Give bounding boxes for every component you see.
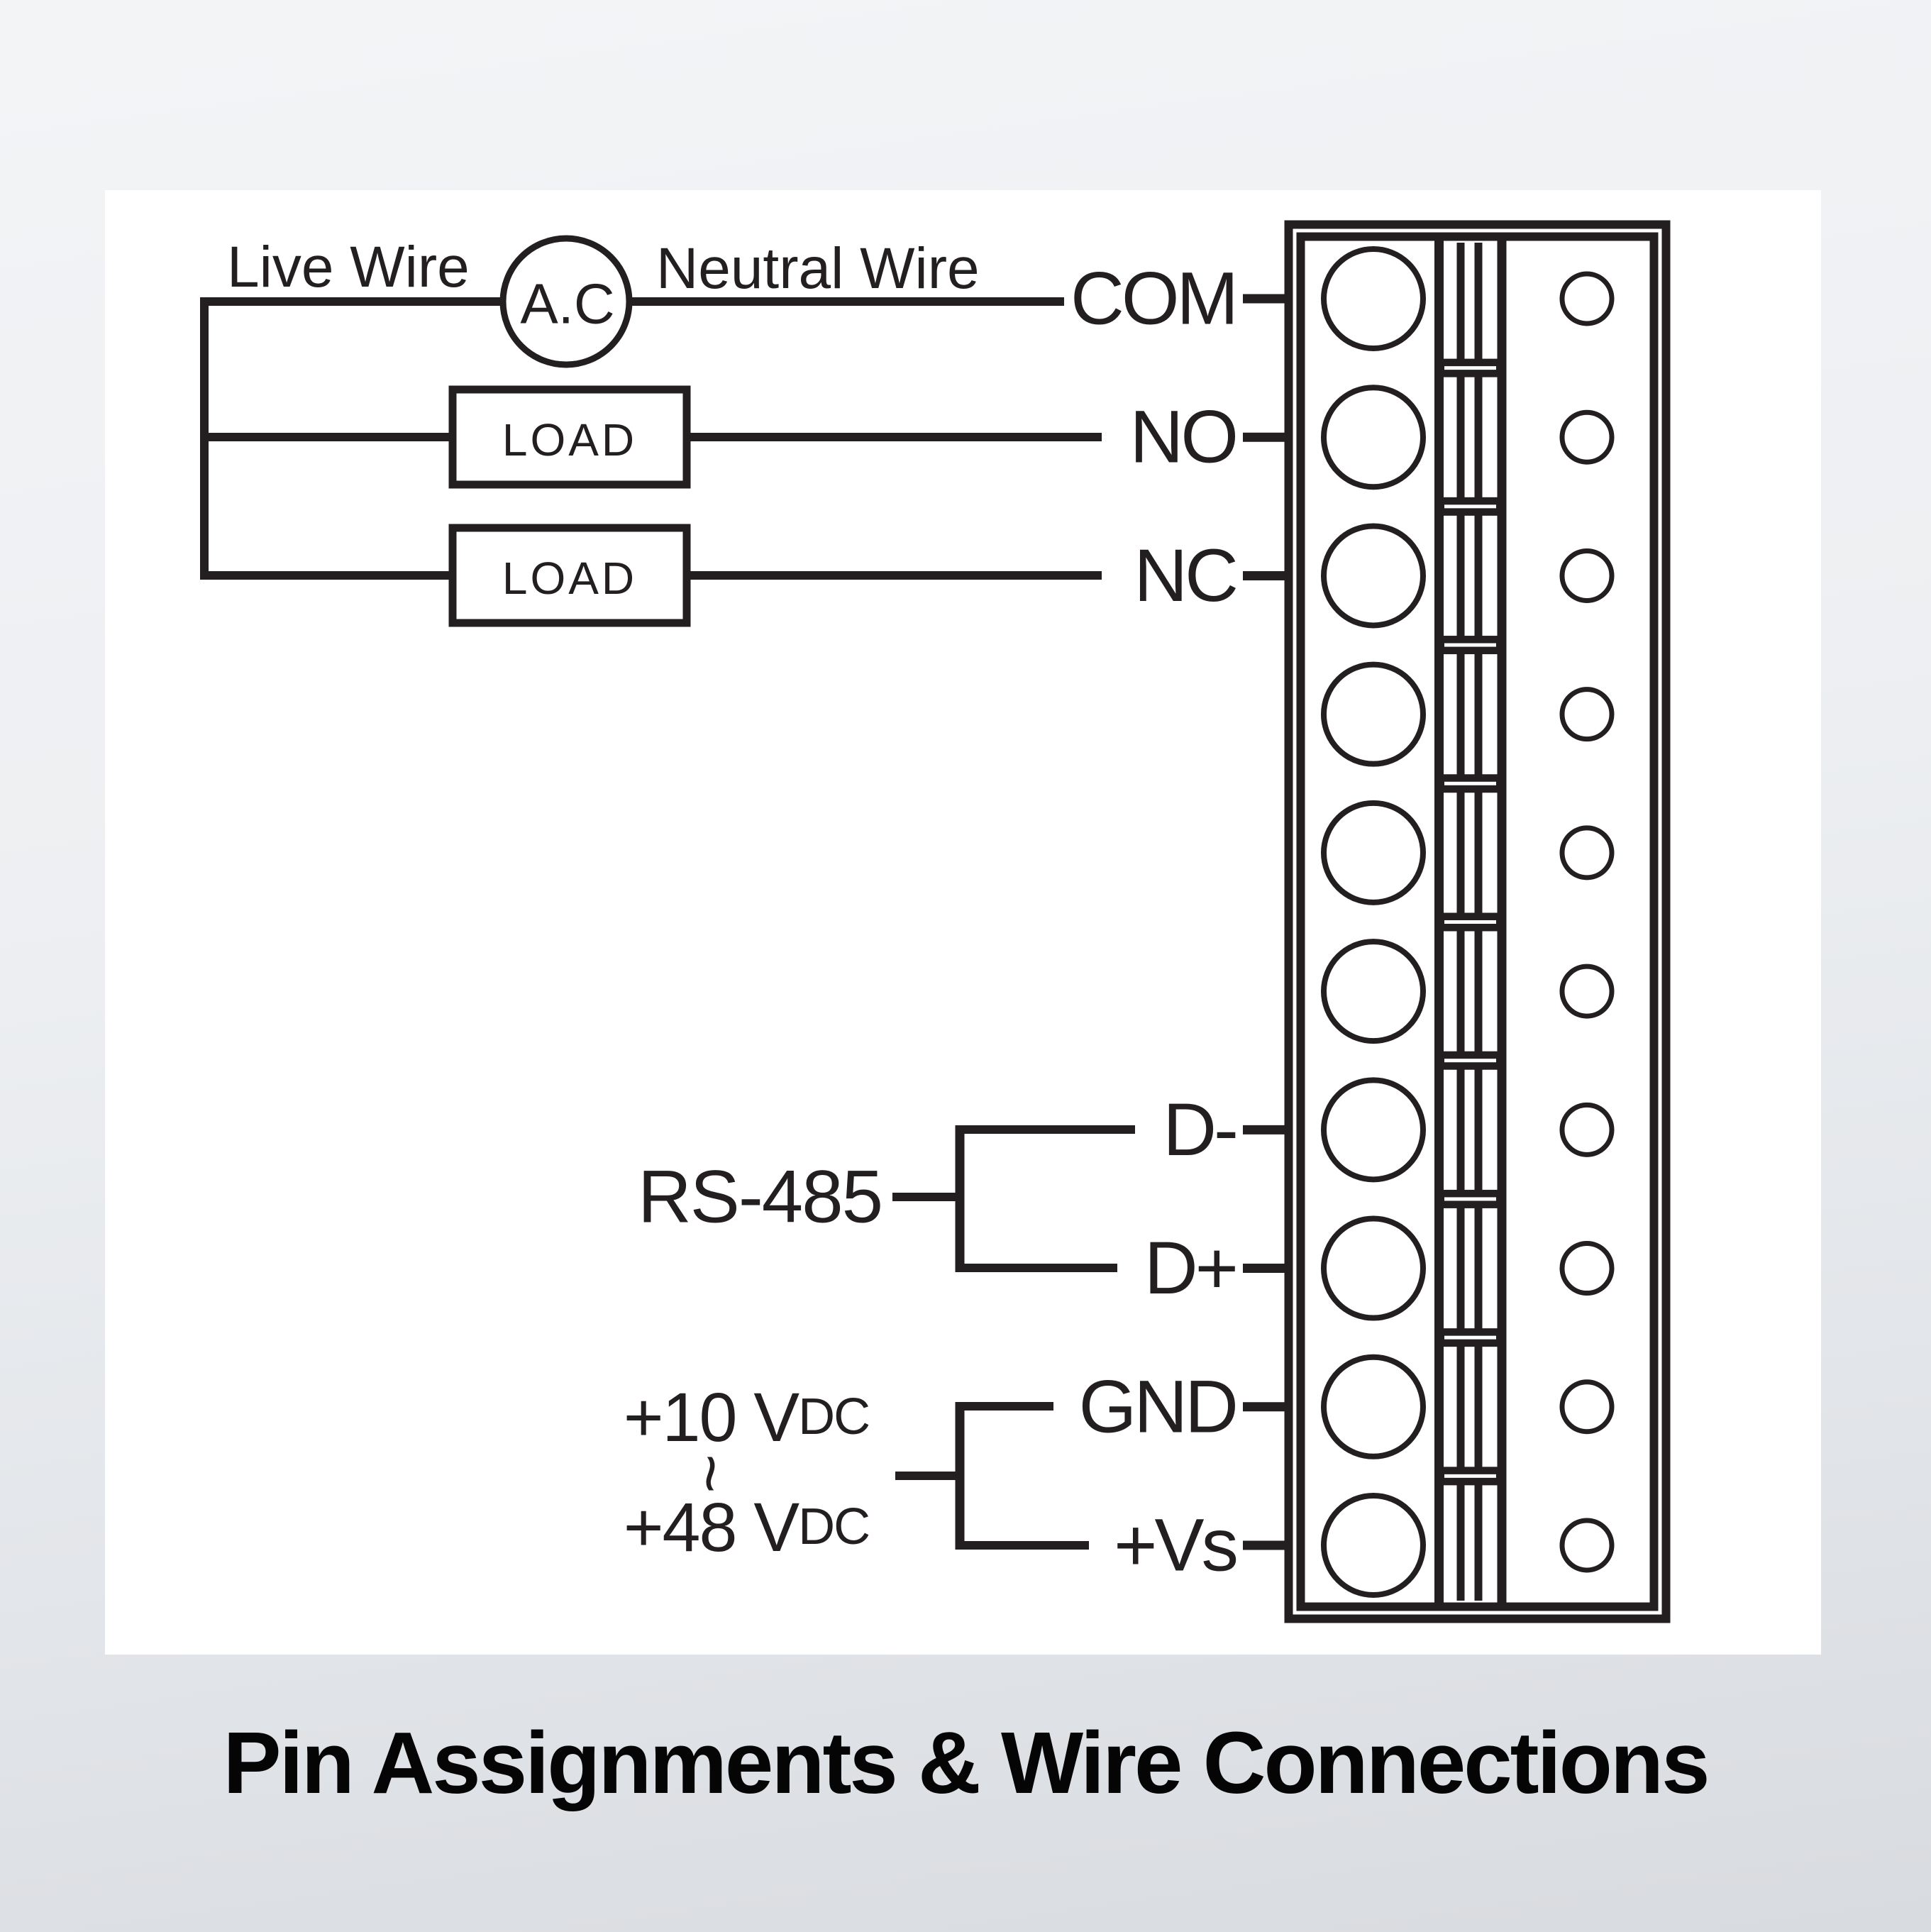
pin-label-com: COM [1070,258,1236,341]
terminal-screw-10 [1321,1492,1426,1598]
load-label-1: LOAD [502,414,637,465]
terminal-block: COM NO NC D- D+ GND +Vs [1070,220,1671,1623]
terminal-hole-6 [1559,964,1615,1019]
power-min-unit: DC [798,1389,869,1445]
terminal-screw-6 [1321,939,1426,1044]
clamp-separator-slit [1444,1335,1496,1340]
pin-label-no: NO [1130,396,1236,479]
clamp-strip-separators [1440,358,1500,1486]
pin-label-gnd: GND [1079,1365,1236,1448]
ac-source-label: A.C [520,272,614,336]
power-range-separator: ~ [673,1454,748,1493]
terminal-screw-7 [1321,1077,1426,1183]
power-min-value: +10 V [624,1379,799,1456]
pin-label-d-: D- [1163,1088,1236,1171]
pin-label-d+: D+ [1144,1227,1236,1310]
load-label-2: LOAD [502,553,637,604]
terminal-screw-4 [1321,661,1426,767]
terminal-hole-10 [1559,1518,1615,1573]
terminal-hole-9 [1559,1379,1615,1435]
terminal-block-inner-border [1296,232,1659,1611]
clamp-separator-slit [1444,920,1496,924]
terminal-hole-4 [1559,687,1615,742]
terminal-hole-3 [1559,548,1615,603]
power-fork: +10 VDC ~ +48 VDC [624,1379,1089,1566]
ac-source-icon [499,235,633,368]
power-min-label: +10 VDC [624,1379,869,1456]
terminal-hole-1 [1559,271,1615,326]
terminal-hole-7 [1559,1102,1615,1157]
clamp-separator-slit [1444,1059,1496,1063]
live-wire-label: Live Wire [227,235,470,299]
clamp-separator-slit [1444,504,1496,509]
clamp-separator-slit [1444,1197,1496,1201]
terminal-screw-2 [1321,385,1426,490]
clamp-separator-slit [1444,366,1496,370]
terminal-screw-5 [1321,800,1426,905]
terminal-rows: COM NO NC D- D+ GND +Vs [1070,246,1615,1598]
terminal-screw-9 [1321,1354,1426,1459]
clamp-separator-slit [1444,781,1496,785]
pin-label-+vs: +Vs [1114,1503,1236,1586]
rs485-fork: RS-485 [638,1125,1135,1272]
neutral-wire-label: Neutral Wire [656,236,980,301]
terminal-screw-1 [1321,246,1426,351]
page-title: Pin Assignments & Wire Connections [223,1715,1710,1812]
clamp-separator-slit [1444,1474,1496,1478]
load-box-1 [448,385,691,489]
ac-circuit: A.C Live Wire Neutral Wire LOAD LOAD [200,235,1102,627]
pin-label-nc: NC [1134,534,1236,617]
power-max-value: +48 V [624,1489,799,1566]
terminal-hole-8 [1559,1241,1615,1296]
clamp-separator-slit [1444,643,1496,647]
terminal-screw-3 [1321,523,1426,629]
terminal-block-outer-border [1284,220,1671,1623]
terminal-screw-8 [1321,1215,1426,1321]
power-max-unit: DC [798,1498,869,1555]
terminal-hole-2 [1559,409,1615,465]
rs485-label: RS-485 [638,1156,882,1239]
load-box-2 [448,524,691,627]
terminal-hole-5 [1559,825,1615,881]
power-max-label: +48 VDC [624,1489,869,1566]
